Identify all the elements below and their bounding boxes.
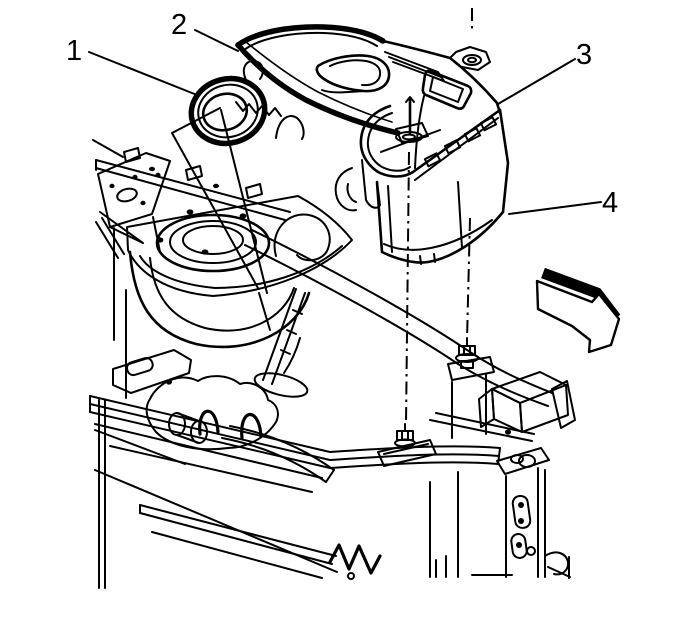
leader-2 [194,29,239,52]
centerline-stud-right [466,217,471,341]
resonator [235,24,445,140]
callout-2-label: 2 [171,9,187,41]
air-cleaner-assembly [188,24,510,265]
centerlines [405,8,473,425]
housing-body [334,108,510,265]
housing-cover [359,39,502,181]
fasteners [394,337,495,448]
direction-arrow-icon [535,267,621,354]
leader-4 [508,201,602,215]
frame-rails [89,349,576,589]
callout-3-label: 3 [576,39,592,71]
callout-1-label: 1 [66,35,82,67]
leader-3 [497,58,576,105]
centerline-stud-left [405,151,410,425]
callout-4-label: 4 [602,187,618,219]
bolt-right [447,337,495,381]
engine-bay [92,107,553,407]
callouts: 1 2 3 4 [66,9,618,219]
leader-1 [88,51,198,96]
bolt-left [394,423,416,448]
